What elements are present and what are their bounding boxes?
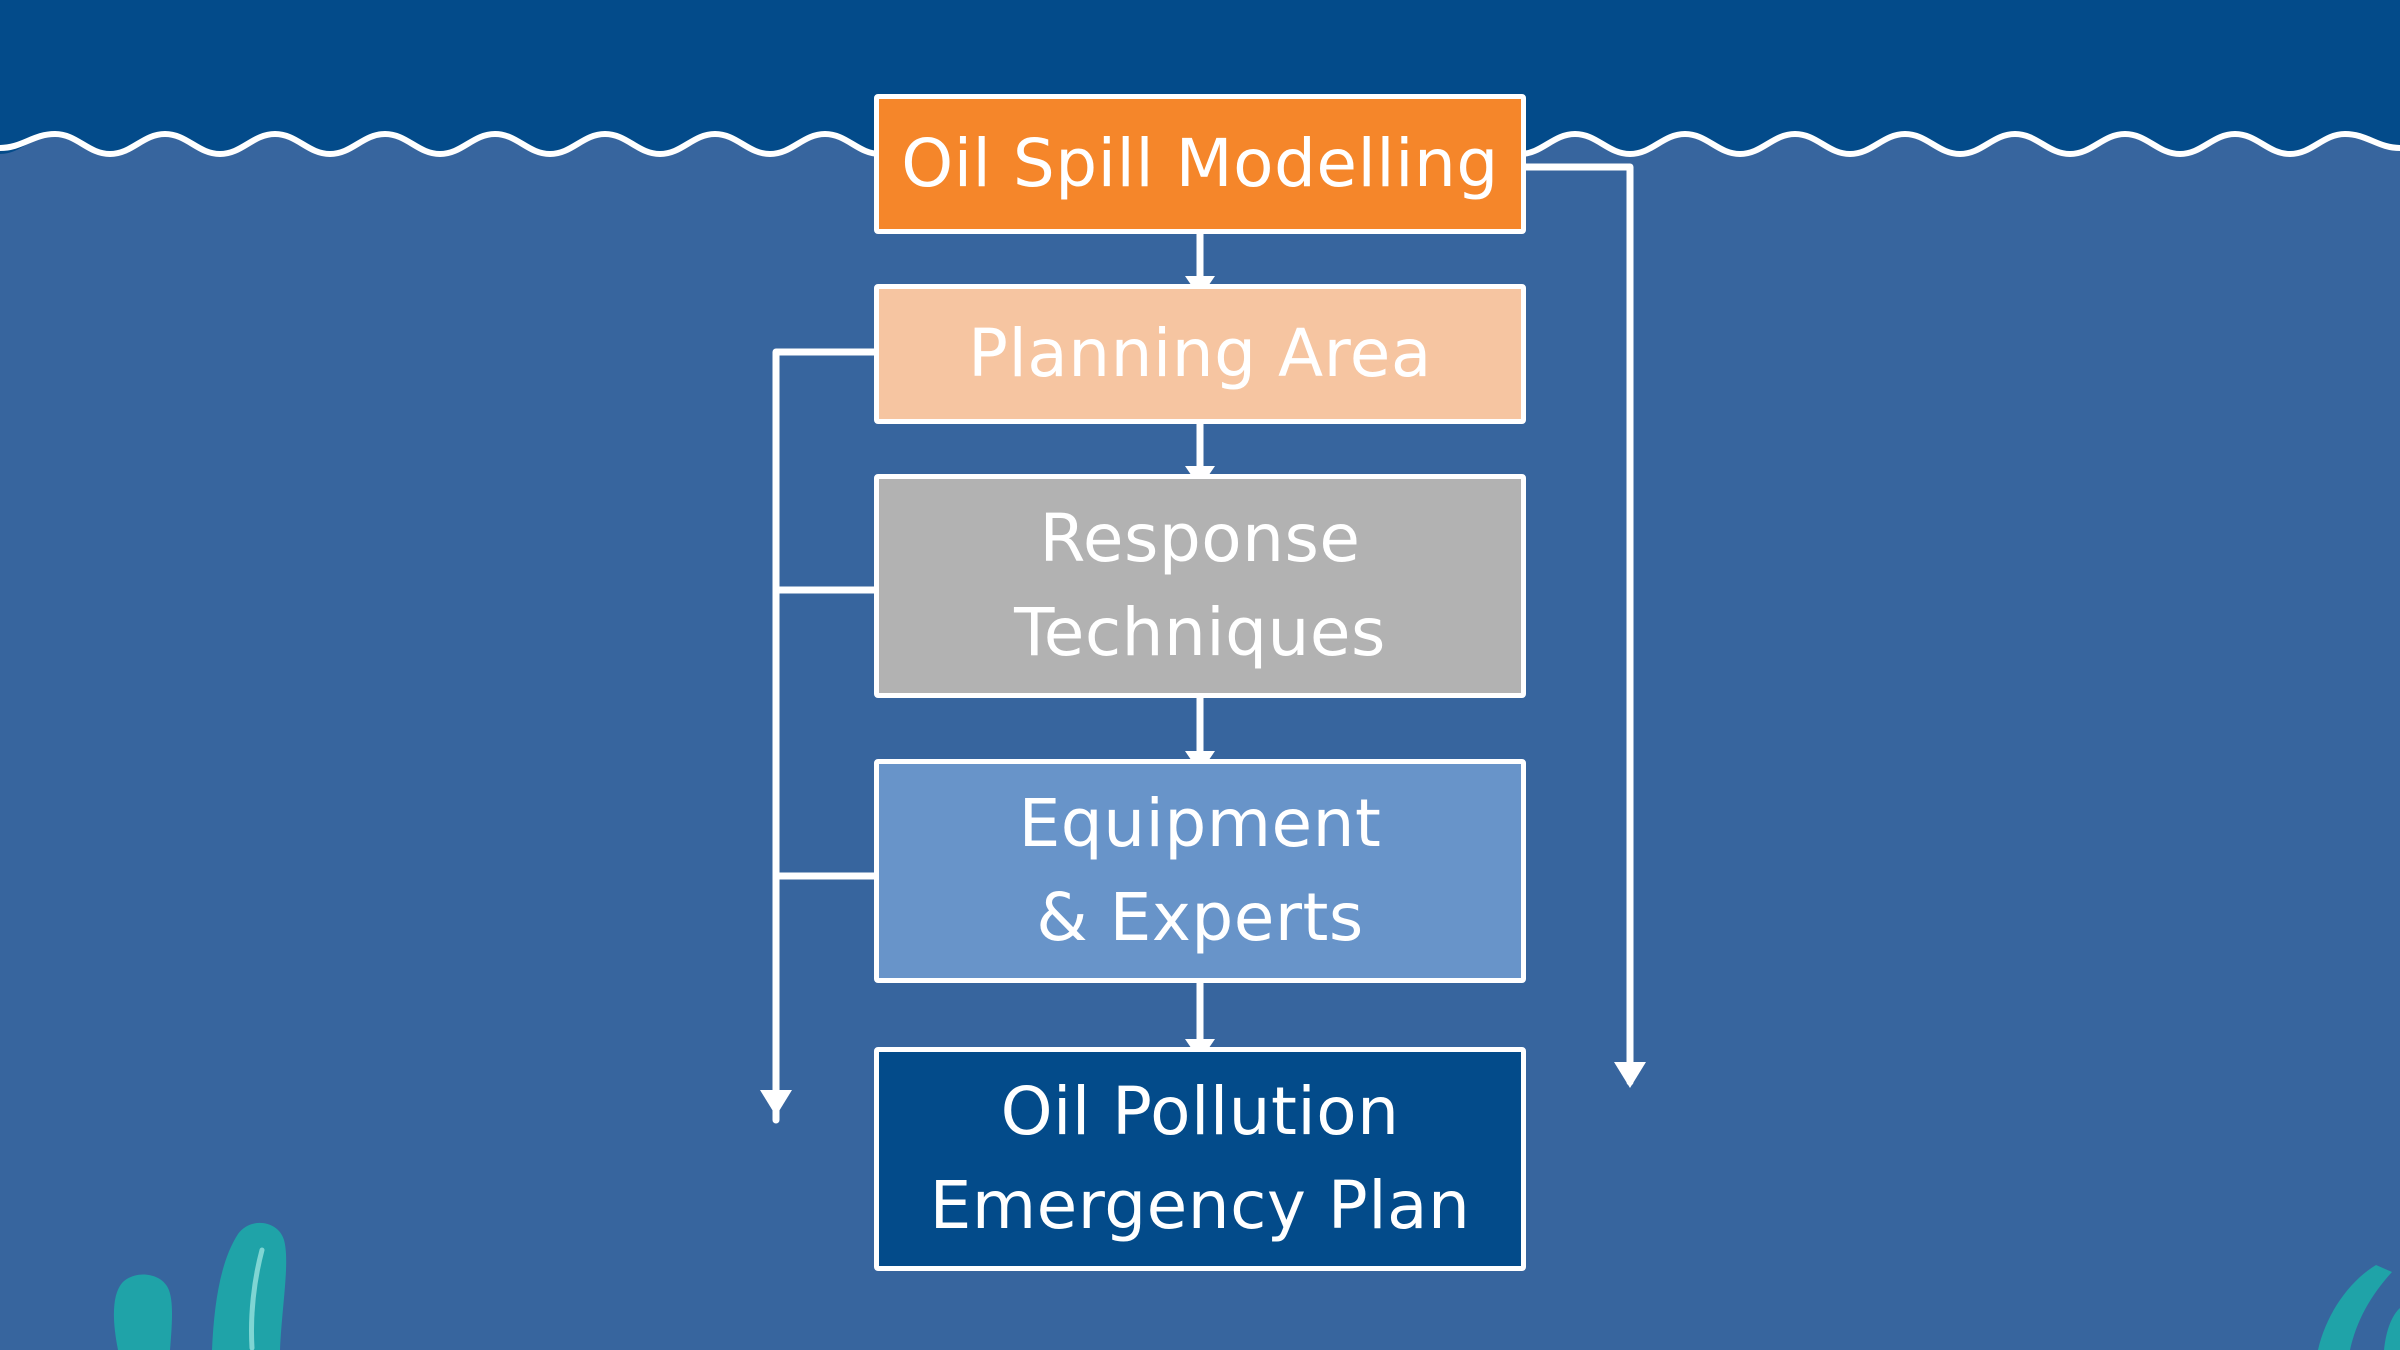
edge-modelling-bypass-right — [1522, 163, 1634, 1086]
seaweed — [113, 1274, 172, 1350]
node-label: Oil Pollution Emergency Plan — [929, 1073, 1471, 1244]
wave-line — [1517, 130, 2400, 158]
seaweed-highlight — [249, 1247, 265, 1350]
node-label: Equipment & Experts — [1018, 785, 1382, 956]
node-oil-pollution-emergency-plan: Oil Pollution Emergency Plan — [874, 1047, 1526, 1271]
node-label: Oil Spill Modelling — [901, 125, 1499, 202]
node-label: Planning Area — [968, 315, 1432, 392]
node-planning-area: Planning Area — [874, 284, 1526, 424]
water-surface — [0, 0, 2400, 154]
node-response-techniques: Response Techniques — [874, 474, 1526, 698]
arrowhead-down — [1614, 1062, 1646, 1088]
seaweed — [2384, 1308, 2400, 1350]
edge-planning-bypass-left — [772, 348, 878, 1124]
seaweed — [2318, 1265, 2392, 1350]
node-oil-spill-modelling: Oil Spill Modelling — [874, 94, 1526, 234]
node-equipment-experts: Equipment & Experts — [874, 759, 1526, 983]
wave-line — [0, 130, 883, 158]
node-label: Response Techniques — [1014, 500, 1386, 671]
arrowhead-down — [760, 1090, 792, 1116]
seaweed — [212, 1222, 287, 1350]
connectors — [772, 163, 1634, 1124]
